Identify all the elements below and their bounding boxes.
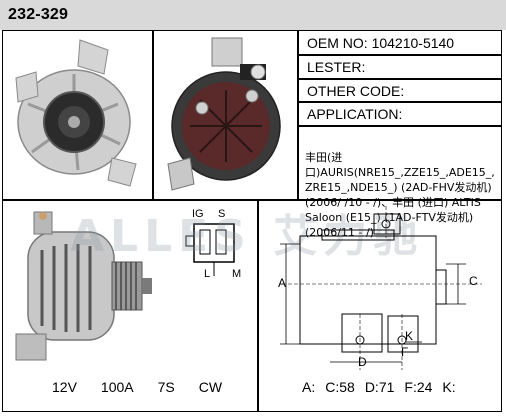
spec-amperage: 100A bbox=[100, 379, 134, 395]
dim-f-label: F: bbox=[404, 379, 417, 395]
connector-plug-diagram bbox=[185, 223, 235, 276]
plug-label-m: M bbox=[232, 268, 242, 280]
part-number: 232-329 bbox=[8, 6, 69, 23]
other-code-label: OTHER CODE: bbox=[307, 83, 405, 99]
drawing-label-c: C bbox=[469, 274, 478, 288]
dim-k-label: K: bbox=[442, 379, 456, 395]
divider-vertical-1 bbox=[152, 30, 154, 200]
spec-pulley: 7S bbox=[157, 379, 175, 395]
lester-row: LESTER: bbox=[302, 59, 502, 75]
alternator-front-photo bbox=[15, 39, 137, 187]
dimensions-row: A: C:58 D:71 F:24 K: bbox=[300, 379, 502, 395]
plug-label-l: L bbox=[204, 268, 211, 280]
drawing-label-k: K bbox=[405, 329, 414, 343]
divider-info-3 bbox=[297, 101, 502, 103]
dim-d-label: D: bbox=[364, 379, 379, 395]
divider-info-4 bbox=[297, 125, 502, 127]
alternator-rear-photo bbox=[167, 37, 281, 191]
application-label: APPLICATION: bbox=[307, 106, 403, 122]
divider-vertical-3 bbox=[257, 200, 259, 412]
drawing-label-d: D bbox=[358, 355, 367, 369]
dim-d: D:71 bbox=[365, 379, 395, 395]
oem-label: OEM NO: bbox=[307, 35, 368, 51]
spec-voltage: 12V bbox=[52, 379, 77, 395]
plug-label-ig: IG bbox=[192, 208, 204, 220]
alternator-side-photo bbox=[15, 211, 152, 361]
dim-f-value: 24 bbox=[416, 379, 433, 395]
drawing-label-f: F bbox=[401, 345, 409, 359]
dim-a: A: bbox=[302, 379, 315, 395]
oem-row: OEM NO: 104210-5140 bbox=[302, 35, 502, 51]
dim-k: K: bbox=[442, 379, 455, 395]
dim-c-label: C: bbox=[325, 379, 340, 395]
specs-row: 12V 100A 7S CW bbox=[0, 379, 255, 395]
dim-c-value: 58 bbox=[339, 379, 355, 395]
other-code-row: OTHER CODE: bbox=[302, 83, 502, 99]
dim-d-value: 71 bbox=[378, 379, 395, 395]
application-row: APPLICATION: bbox=[302, 106, 502, 122]
divider-vertical-2 bbox=[297, 30, 299, 200]
drawing-label-a: A bbox=[278, 276, 287, 290]
dim-f: F:24 bbox=[404, 379, 432, 395]
oem-value: 104210-5140 bbox=[371, 35, 455, 51]
title-bar bbox=[0, 0, 506, 30]
divider-horizontal-main bbox=[2, 199, 502, 201]
grid-frame bbox=[2, 30, 502, 412]
spec-rotation: CW bbox=[198, 379, 223, 395]
dim-c: C:58 bbox=[325, 379, 355, 395]
dim-a-label: A: bbox=[302, 379, 316, 395]
lester-label: LESTER: bbox=[307, 59, 366, 75]
divider-info-2 bbox=[297, 78, 502, 80]
divider-info-1 bbox=[297, 54, 502, 56]
plug-label-s: S bbox=[218, 208, 226, 220]
mounting-dimension-drawing bbox=[280, 206, 482, 370]
application-text: 丰田(进口)AURIS(NRE15_,ZZE15_,ADE15_, ZRE15_… bbox=[305, 151, 495, 239]
